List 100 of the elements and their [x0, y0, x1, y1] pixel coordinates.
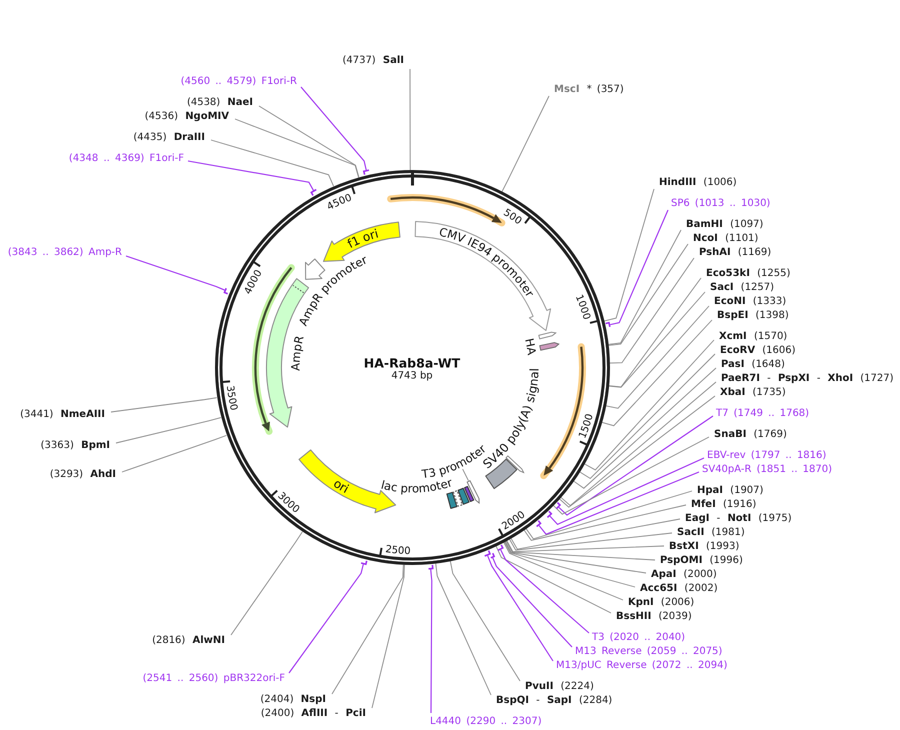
leader-line [500, 550, 590, 634]
leader-line [609, 258, 694, 364]
reading-frame-arc [386, 194, 505, 226]
enzyme-site-label: (2404) NspI [260, 694, 328, 706]
leader-line [230, 531, 303, 636]
leader-line [502, 96, 550, 192]
enzyme-site-label: MscI* (357) [552, 84, 624, 96]
primer-label: T7 (1749 .. 1768) [716, 408, 810, 420]
leader-line [509, 532, 672, 551]
enzyme-site-label: EcoNI (1333) [712, 296, 786, 308]
primer-label: T3 (2020 .. 2040) [592, 632, 686, 644]
leader-line [126, 255, 225, 291]
enzyme-site-label: (4435) DraIII [133, 132, 207, 144]
leader-line [210, 140, 334, 187]
plasmid-backbone-circle [214, 170, 610, 565]
enzyme-site-label: PspOMI (1996) [658, 555, 743, 567]
primer-label: L4440 (2290 .. 2307) [430, 716, 542, 728]
leader-line [435, 563, 492, 696]
plasmid-size: 4743 bp [391, 370, 433, 382]
enzyme-site-label: HindIII (1006) [657, 177, 737, 189]
primer-label: (2541 .. 2560) pBR322ori-F [142, 673, 285, 685]
leader-line [510, 518, 680, 550]
leader-line [573, 368, 716, 489]
enzyme-site-label: KpnI (2006) [626, 597, 694, 609]
primer-label: SP6 (1013 .. 1030) [671, 198, 770, 210]
leader-line [496, 546, 612, 614]
enzyme-site-label: PshAI (1169) [697, 247, 772, 259]
leader-line [604, 188, 654, 322]
leader-line [579, 354, 716, 480]
enzyme-site-label: XcmI (1570) [717, 331, 788, 343]
promoter-feature [466, 480, 480, 504]
enzyme-site-label: EcoRV (1606) [718, 345, 796, 357]
enzyme-site-label: (3441) NmeAIII [20, 409, 107, 421]
enzyme-site-label: EagI - NotI (1975) [683, 513, 792, 525]
enzyme-site-label: (4737) SalI [342, 55, 406, 67]
enzyme-site-label: MfeI (1916) [689, 499, 756, 511]
leader-line [506, 540, 664, 552]
leader-line [605, 306, 710, 409]
enzyme-site-label: (2400) AflIII - PciI [260, 708, 368, 720]
leader-line [258, 106, 360, 178]
leader-line [524, 504, 686, 541]
primer-label: M13 Reverse (2059 .. 2075) [575, 646, 722, 658]
leader-line [234, 118, 359, 178]
enzyme-site-label: (2816) AlwNI [152, 635, 227, 647]
primer-label: EBV-rev (1797 .. 1816) [707, 450, 826, 462]
enzyme-site-label: NcoI (1101) [691, 233, 758, 245]
enzyme-site-label: SacII (1981) [675, 527, 745, 539]
enzyme-site-label: ApaI (2000) [649, 569, 717, 581]
enzyme-site-label: PasI (1648) [719, 359, 785, 371]
primer-site-mark [428, 564, 434, 570]
leader-line [550, 458, 704, 526]
leader-line [552, 436, 710, 515]
leader-line [608, 292, 706, 388]
enzyme-site-label: BstXI (1993) [667, 541, 740, 553]
primer-label: (4348 .. 4369) F1ori-F [68, 153, 184, 165]
leader-line [122, 434, 227, 472]
leader-line [558, 416, 714, 516]
primer-site-mark [605, 322, 611, 328]
leader-line [608, 244, 688, 346]
leader-line [526, 490, 692, 540]
enzyme-site-label: XbaI (1735) [718, 387, 786, 399]
enzyme-site-label: (3293) AhdI [50, 469, 118, 481]
leader-line [372, 564, 405, 708]
leader-line [601, 320, 712, 426]
enzyme-site-label: SacI (1257) [708, 282, 774, 294]
enzyme-site-label: (4536) NgoMIV [144, 111, 231, 123]
leader-line [492, 558, 572, 648]
enzyme-site-label: Eco53kI (1255) [704, 268, 790, 280]
leader-line [288, 564, 364, 674]
plasmid-name: HA-Rab8a-WT [364, 355, 460, 370]
leader-line [332, 564, 404, 694]
scale-label: 4500 [324, 192, 353, 213]
enzyme-site-label: Acc65I (2002) [638, 583, 718, 595]
leader-line [188, 160, 314, 191]
leader-line [116, 417, 222, 444]
feature-segment [457, 488, 470, 505]
leader-line [410, 68, 411, 170]
leader-line [506, 540, 656, 560]
leader-line [584, 340, 714, 471]
leader-line [504, 541, 636, 588]
scale-label: 2500 [384, 544, 410, 558]
leader-line [450, 560, 520, 682]
leader-line [110, 397, 218, 412]
leader-line [608, 278, 702, 388]
leader-line [608, 230, 682, 345]
feature-segment [464, 486, 474, 502]
enzyme-site-label: (3363) BpmI [40, 440, 112, 452]
primer-label: M13/pUC Reverse (2072 .. 2094) [556, 660, 728, 672]
enzyme-site-label: BssHII (2039) [614, 611, 692, 623]
leader-line [430, 569, 432, 713]
primer-label: (4560 .. 4579) F1ori-R [180, 76, 297, 88]
leader-line [300, 86, 367, 170]
enzyme-site-label: SnaBI (1769) [712, 429, 787, 441]
leader-line [610, 210, 668, 326]
enzyme-site-label: BamHI (1097) [684, 219, 764, 231]
enzyme-site-label: BspEI (1398) [715, 310, 789, 322]
leader-line [487, 555, 554, 662]
feature-segment [538, 332, 556, 340]
enzyme-site-label: BspQI - SapI (2284) [494, 695, 612, 707]
enzyme-site-label: (4538) NaeI [186, 97, 255, 109]
